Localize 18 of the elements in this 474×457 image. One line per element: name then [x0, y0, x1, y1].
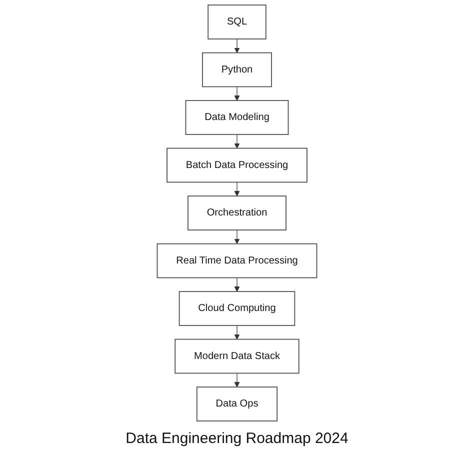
node-box: Orchestration — [188, 196, 286, 230]
node-box: Cloud Computing — [178, 291, 296, 326]
node-box: SQL — [208, 4, 266, 40]
node-box: Real Time Data Processing — [156, 243, 318, 278]
caption: Data Engineering Roadmap 2024 — [126, 429, 348, 449]
node-box: Batch Data Processing — [166, 148, 308, 183]
arrow — [234, 182, 240, 196]
arrow — [234, 86, 240, 101]
arrow — [234, 372, 240, 388]
node-box: Data Modeling — [185, 100, 289, 135]
node-box: Data Ops — [196, 386, 278, 422]
node-box: Python — [202, 52, 272, 88]
arrow — [234, 230, 240, 244]
arrow — [234, 277, 240, 292]
node-box: Modern Data Stack — [174, 338, 300, 374]
arrow — [234, 38, 240, 54]
arrow — [234, 134, 240, 149]
arrow — [234, 325, 240, 340]
